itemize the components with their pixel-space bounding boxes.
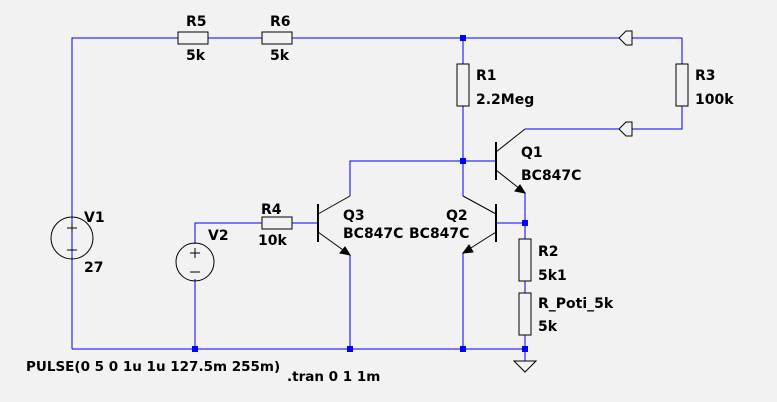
transistor-q2[interactable] <box>461 195 497 254</box>
q3-name: Q3 <box>343 208 365 224</box>
r4-name: R4 <box>261 202 282 218</box>
v2-name: V2 <box>208 228 229 244</box>
resistor-symbol-icon <box>261 216 293 230</box>
tran-directive[interactable]: .tran 0 1 1m <box>287 369 380 385</box>
v1-value: 27 <box>84 260 103 276</box>
net-flag-symbol-icon <box>618 121 633 137</box>
wire-flag-r3-top <box>632 37 683 64</box>
r4-value: 10k <box>258 233 287 249</box>
resistor-r6[interactable] <box>261 31 305 45</box>
wire-q3-collector <box>349 160 496 196</box>
net-flag-symbol-icon <box>618 30 633 46</box>
wire-v1-top <box>71 37 178 259</box>
q1-name: Q1 <box>521 145 543 161</box>
wire-v2-r4 <box>194 222 248 244</box>
wires <box>71 37 683 361</box>
r3-name: R3 <box>695 68 716 84</box>
junction-dot <box>460 346 466 352</box>
resistor-r4[interactable] <box>248 216 293 230</box>
resistor-symbol-icon <box>518 292 532 336</box>
resistor-symbol-icon <box>177 31 209 45</box>
voltage-source-symbol-icon <box>175 242 215 282</box>
junction-dot <box>522 220 528 226</box>
rpoti-value: 5k <box>538 319 558 335</box>
q2-name: Q2 <box>446 208 468 224</box>
junction-dot <box>347 346 353 352</box>
r2-value: 5k1 <box>538 268 567 284</box>
component-labels: R5 5k R6 5k R1 2.2Meg R3 100k R4 10k R2 … <box>84 14 734 335</box>
voltage-source-v2[interactable] <box>175 242 215 282</box>
rpoti-name: R_Poti_5k <box>538 296 614 312</box>
resistor-r2[interactable] <box>518 238 532 282</box>
r6-value: 5k <box>270 48 290 64</box>
junction-dot <box>460 35 466 41</box>
wire-r3-flag-bottom <box>632 106 683 130</box>
r5-value: 5k <box>186 48 206 64</box>
r6-name: R6 <box>270 14 291 30</box>
voltage-source-v1[interactable] <box>50 216 94 260</box>
junction-dot <box>192 346 198 352</box>
r2-name: R2 <box>538 244 559 260</box>
q1-model: BC847C <box>521 168 581 184</box>
ground-symbol-icon <box>512 360 538 373</box>
resistor-rpoti[interactable] <box>518 292 532 336</box>
r3-value: 100k <box>695 92 734 108</box>
junctions <box>192 35 528 352</box>
resistor-symbol-icon <box>518 238 532 282</box>
resistor-r1[interactable] <box>456 63 470 107</box>
r1-value: 2.2Meg <box>476 92 534 108</box>
resistor-symbol-icon <box>261 31 293 45</box>
voltage-source-symbol-icon <box>50 216 94 260</box>
q3-model: BC847C <box>343 226 403 242</box>
net-flag-bottom[interactable] <box>618 121 633 137</box>
resistor-r5[interactable] <box>177 31 222 45</box>
q2-model: BC847C <box>409 226 469 242</box>
junction-dot <box>522 346 528 352</box>
resistor-symbol-icon <box>456 63 470 107</box>
net-flag-top[interactable] <box>618 30 633 46</box>
transistor-q1[interactable] <box>495 128 619 194</box>
resistor-r3[interactable] <box>675 63 689 107</box>
ground-symbol[interactable] <box>512 360 538 373</box>
junction-dot <box>460 158 466 164</box>
r1-name: R1 <box>476 68 497 84</box>
spice-directives[interactable]: PULSE(0 5 0 1u 1u 127.5m 255m) .tran 0 1… <box>26 359 380 385</box>
resistor-symbol-icon <box>675 63 689 107</box>
r5-name: R5 <box>186 14 207 30</box>
v1-name: V1 <box>84 210 105 226</box>
pulse-directive[interactable]: PULSE(0 5 0 1u 1u 127.5m 255m) <box>26 359 280 375</box>
transistor-q3[interactable] <box>317 195 352 256</box>
